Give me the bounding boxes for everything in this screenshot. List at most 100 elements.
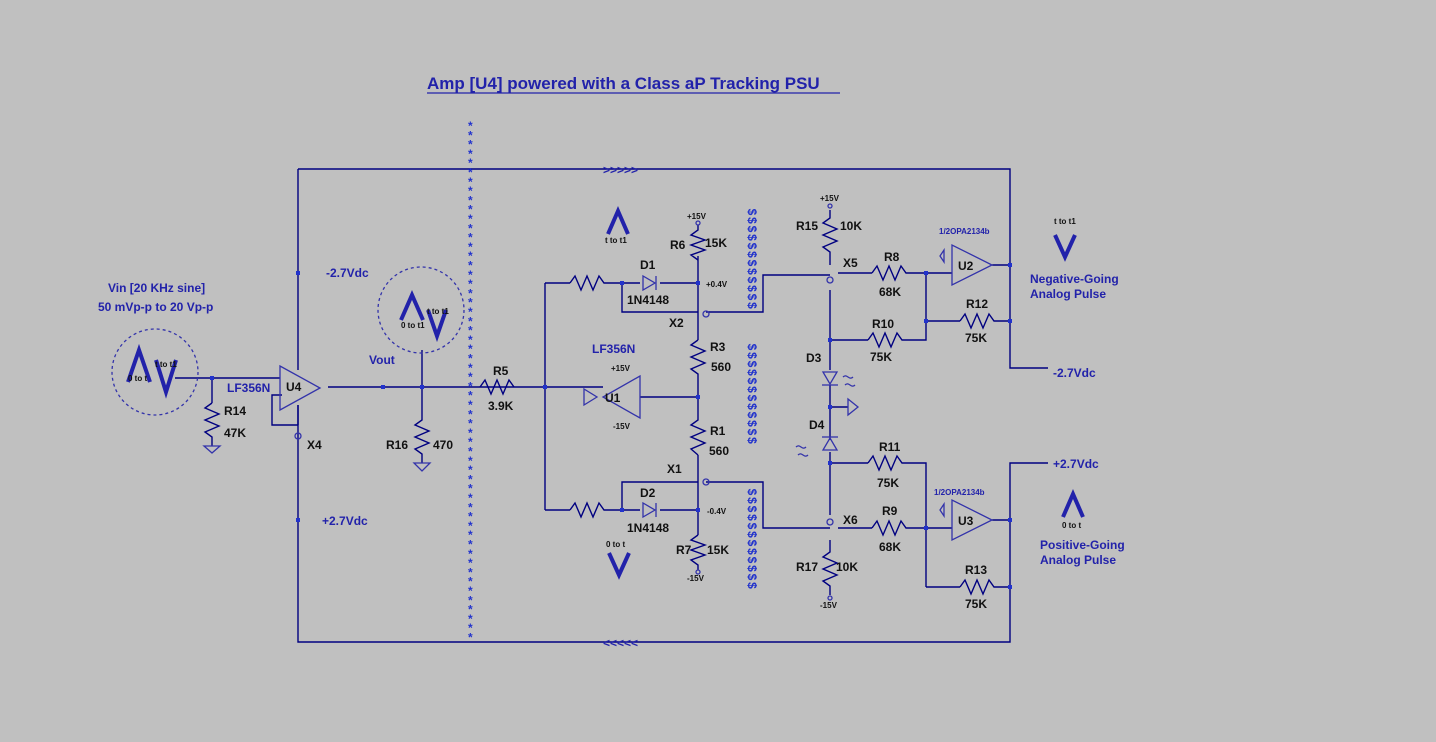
svg-text:U3: U3 <box>958 514 974 528</box>
crossover-x6: X6 <box>826 513 858 527</box>
star-glyph: * <box>468 519 473 533</box>
star-glyph: * <box>468 463 473 477</box>
ground-d3 <box>847 397 860 417</box>
star-glyph: * <box>468 268 473 282</box>
dollar-glyph: $ <box>745 344 759 351</box>
crossover-x2: X2 <box>669 310 710 330</box>
svg-text:15K: 15K <box>705 236 727 250</box>
dollar-glyph: $ <box>745 420 759 427</box>
svg-text:R11: R11 <box>879 440 901 454</box>
diode-d1: D1 1N4148 <box>627 258 669 307</box>
pulse-up-top: t to t1 <box>605 205 630 245</box>
star-glyph: * <box>468 240 473 254</box>
led-d4 <box>795 436 839 457</box>
svg-text:75K: 75K <box>877 476 899 490</box>
svg-text:R12: R12 <box>966 297 988 311</box>
dollar-glyph: $ <box>745 277 759 284</box>
svg-text:+15V: +15V <box>611 364 631 373</box>
star-glyph: * <box>468 119 473 133</box>
svg-text:+0.4V: +0.4V <box>706 280 728 289</box>
pos-pulse-output: 0 to t <box>1061 488 1085 530</box>
star-glyph: * <box>468 547 473 561</box>
svg-text:-15V: -15V <box>687 574 705 583</box>
star-glyph: * <box>468 333 473 347</box>
svg-text:68K: 68K <box>879 540 901 554</box>
star-glyph: * <box>468 500 473 514</box>
star-glyph: * <box>468 128 473 142</box>
opamp-u4: U4 LF356N X4 <box>227 364 322 452</box>
dollar-glyph: $ <box>745 386 759 393</box>
svg-text:1/2OPA2134b: 1/2OPA2134b <box>939 227 990 236</box>
svg-text:75K: 75K <box>965 597 987 611</box>
star-glyph: * <box>468 417 473 431</box>
svg-text:U2: U2 <box>958 259 974 273</box>
top-arrows: >>>>> <box>603 163 638 177</box>
svg-text:R8: R8 <box>884 250 900 264</box>
resistor-r6: +15V R6 15K +0.4V <box>670 212 728 289</box>
star-glyph: * <box>468 612 473 626</box>
resistor-r7: -15V R7 15K -0.4V <box>676 507 729 583</box>
star-glyph: * <box>468 193 473 207</box>
dollar-glyph: $ <box>745 209 759 216</box>
svg-text:X4: X4 <box>307 438 322 452</box>
star-glyph: * <box>468 156 473 170</box>
dollar-glyph: $ <box>745 437 759 444</box>
star-glyph: * <box>468 426 473 440</box>
vout-waveform: t to t1 0 to t1 <box>377 266 465 354</box>
svg-text:+15V: +15V <box>820 194 840 203</box>
r14-value: 47K <box>224 426 246 440</box>
star-glyph: * <box>468 482 473 496</box>
r16-value: 470 <box>433 438 453 452</box>
dollar-glyph: $ <box>745 565 759 572</box>
dollar-glyph: $ <box>745 268 759 275</box>
star-glyph: * <box>468 212 473 226</box>
dollar-glyph: $ <box>745 514 759 521</box>
dollar-glyph: $ <box>745 582 759 589</box>
dollar-glyph: $ <box>745 294 759 301</box>
star-glyph: * <box>468 175 473 189</box>
dollar-glyph: $ <box>745 574 759 581</box>
dollar-glyph: $ <box>745 369 759 376</box>
svg-text:X6: X6 <box>843 513 858 527</box>
dollar-dividers: $$$$$$$$$$$$$$$$$$$$$$$$$$$$$$$$$$$$ <box>745 209 759 590</box>
pos-pulse-label-1: Positive-Going <box>1040 538 1125 552</box>
vin-label: Vin [20 KHz sine] <box>108 281 205 295</box>
dollar-glyph: $ <box>745 523 759 530</box>
vout-label: Vout <box>369 353 395 367</box>
neg-pulse-output: t to t1 <box>1053 217 1077 262</box>
star-glyph: * <box>468 138 473 152</box>
star-glyph: * <box>468 631 473 645</box>
svg-text:0 to t1: 0 to t1 <box>401 321 425 330</box>
dollar-glyph: $ <box>745 548 759 555</box>
dollar-glyph: $ <box>745 302 759 309</box>
splitter-wires <box>544 256 830 535</box>
star-glyph: * <box>468 305 473 319</box>
svg-text:LF356N: LF356N <box>227 381 270 395</box>
star-glyph: * <box>468 407 473 421</box>
svg-text:R6: R6 <box>670 238 686 252</box>
svg-text:15K: 15K <box>707 543 729 557</box>
crossover-x5: X5 <box>826 256 858 284</box>
r1-value: 560 <box>709 444 729 458</box>
dollar-glyph: $ <box>745 531 759 538</box>
svg-text:R10: R10 <box>872 317 894 331</box>
star-glyph: * <box>468 435 473 449</box>
svg-text:+15V: +15V <box>687 212 707 221</box>
svg-text:D1: D1 <box>640 258 656 272</box>
star-glyph: * <box>468 203 473 217</box>
dollar-glyph: $ <box>745 378 759 385</box>
svg-text:D3: D3 <box>806 351 822 365</box>
r3-label: R3 <box>710 340 726 354</box>
resistor-r5: R5 3.9K <box>479 364 515 413</box>
bottom-arrows: <<<<< <box>603 636 638 650</box>
rail-pos-label: +2.7Vdc <box>322 514 368 528</box>
rail-neg-label: -2.7Vdc <box>326 266 369 280</box>
star-glyph: * <box>468 166 473 180</box>
star-glyph: * <box>468 370 473 384</box>
star-glyph: * <box>468 556 473 570</box>
svg-text:1N4148: 1N4148 <box>627 293 669 307</box>
dollar-glyph: $ <box>745 234 759 241</box>
svg-text:U1: U1 <box>605 391 621 405</box>
svg-text:t to t1: t to t1 <box>427 307 449 316</box>
